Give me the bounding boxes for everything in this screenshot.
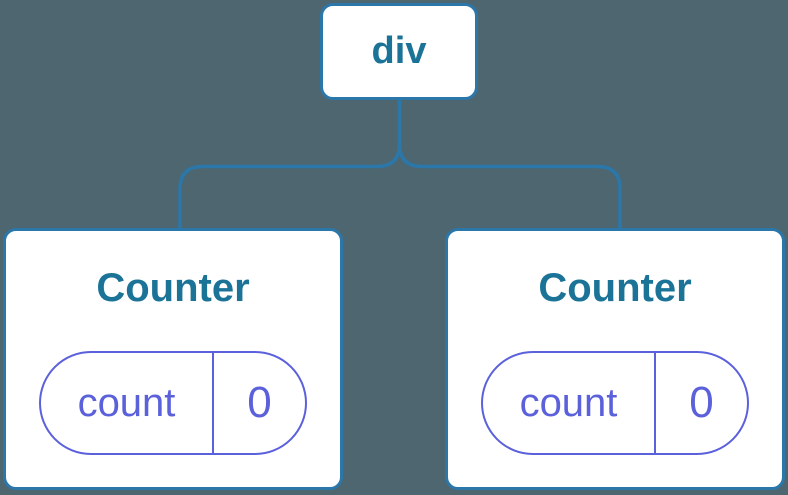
component-title: Counter <box>96 266 250 310</box>
state-value: 0 <box>689 378 714 427</box>
root-node-div: div <box>320 3 478 100</box>
state-value: 0 <box>247 378 272 427</box>
state-key: count <box>483 353 656 453</box>
connector-left-branch <box>178 100 402 229</box>
connector-right-branch <box>397 100 622 229</box>
root-node-label: div <box>371 30 427 72</box>
counter-card-right: Counter count 0 <box>445 228 785 490</box>
component-title: Counter <box>538 266 692 310</box>
state-pill: count 0 <box>39 351 307 455</box>
state-key: count <box>41 353 214 453</box>
state-pill: count 0 <box>481 351 749 455</box>
counter-card-left: Counter count 0 <box>3 228 343 490</box>
